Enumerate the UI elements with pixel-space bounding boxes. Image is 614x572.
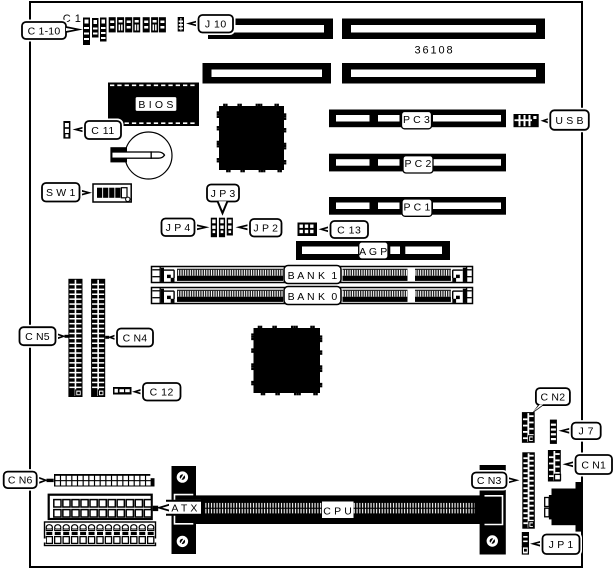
svg-text:S W 1: S W 1 bbox=[46, 187, 76, 199]
svg-text:P C 3: P C 3 bbox=[403, 114, 430, 126]
svg-text:C 11: C 11 bbox=[91, 125, 114, 137]
svg-text:P C 2: P C 2 bbox=[404, 158, 431, 170]
svg-text:A G P: A G P bbox=[359, 246, 387, 258]
svg-text:J 10: J 10 bbox=[205, 19, 227, 31]
svg-text:C N3: C N3 bbox=[477, 475, 502, 487]
svg-text:B A N K 0: B A N K 0 bbox=[288, 291, 338, 303]
svg-text:U S B: U S B bbox=[555, 115, 583, 127]
svg-text:36108: 36108 bbox=[414, 45, 454, 57]
svg-text:J P 3: J P 3 bbox=[211, 188, 236, 200]
svg-text:B A N K 1: B A N K 1 bbox=[288, 270, 338, 282]
svg-text:C 12: C 12 bbox=[150, 387, 174, 399]
svg-text:C N1: C N1 bbox=[581, 459, 606, 471]
svg-text:C N2: C N2 bbox=[541, 391, 566, 403]
svg-text:C N6: C N6 bbox=[8, 475, 33, 487]
svg-text:C 1-10: C 1-10 bbox=[28, 25, 61, 37]
svg-text:J P 1: J P 1 bbox=[549, 539, 574, 551]
svg-text:J 7: J 7 bbox=[578, 426, 594, 438]
svg-text:J P 4: J P 4 bbox=[166, 222, 191, 234]
svg-text:B I O S: B I O S bbox=[138, 99, 173, 111]
svg-text:C 13: C 13 bbox=[337, 224, 361, 236]
svg-text:C N4: C N4 bbox=[123, 332, 148, 344]
svg-text:P C 1: P C 1 bbox=[403, 202, 430, 214]
svg-text:C N5: C N5 bbox=[25, 331, 50, 343]
svg-text:A T X: A T X bbox=[171, 503, 197, 515]
svg-text:J P 2: J P 2 bbox=[253, 223, 278, 235]
svg-text:C P U: C P U bbox=[323, 506, 352, 518]
